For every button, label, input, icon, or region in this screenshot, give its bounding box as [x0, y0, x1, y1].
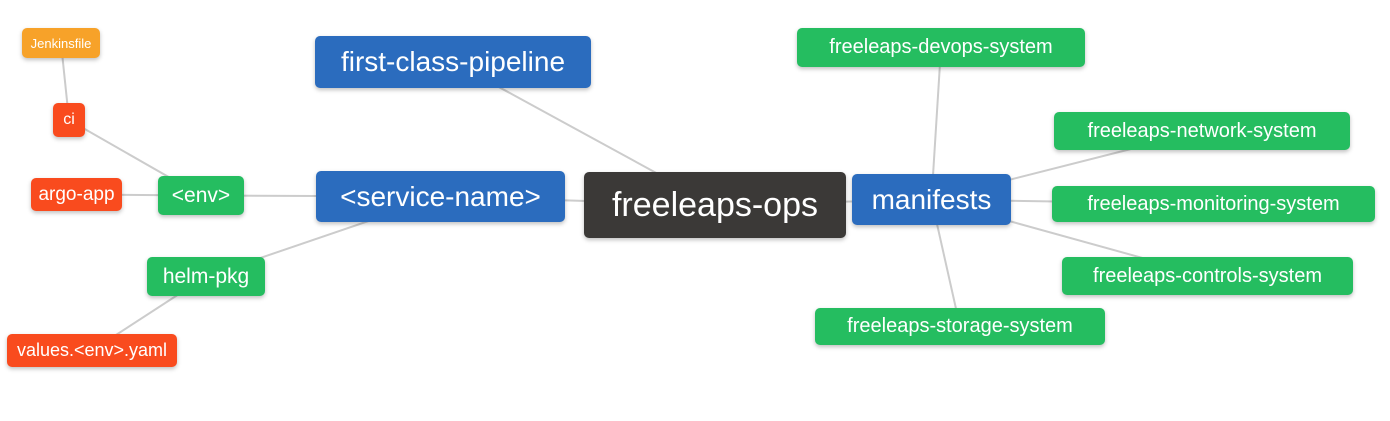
node-ci[interactable]: ci	[53, 103, 85, 137]
node-service-name[interactable]: <service-name>	[316, 171, 565, 222]
node-freeleaps-controls-system[interactable]: freeleaps-controls-system	[1062, 257, 1353, 295]
node-jenkinsfile[interactable]: Jenkinsfile	[22, 28, 100, 58]
node-label: <service-name>	[340, 180, 541, 212]
node-label: freeleaps-monitoring-system	[1087, 192, 1340, 215]
node-values-env-yaml[interactable]: values.<env>.yaml	[7, 334, 177, 367]
node-argo-app[interactable]: argo-app	[31, 178, 122, 211]
node-label: freeleaps-ops	[611, 185, 818, 224]
node-label: freeleaps-controls-system	[1093, 264, 1322, 287]
node-freeleaps-devops-system[interactable]: freeleaps-devops-system	[797, 28, 1085, 67]
node-manifests[interactable]: manifests	[852, 174, 1011, 225]
node-first-class-pipeline[interactable]: first-class-pipeline	[315, 36, 591, 88]
node-freeleaps-storage-system[interactable]: freeleaps-storage-system	[815, 308, 1105, 345]
node-label: ci	[63, 111, 75, 128]
node-label: Jenkinsfile	[30, 35, 92, 51]
node-freeleaps-monitoring-system[interactable]: freeleaps-monitoring-system	[1052, 186, 1375, 222]
node-label: freeleaps-storage-system	[847, 315, 1073, 337]
node-label: values.<env>.yaml	[16, 340, 168, 360]
node-label: first-class-pipeline	[340, 46, 566, 77]
node-freeleaps-network-system[interactable]: freeleaps-network-system	[1054, 112, 1350, 150]
node-label: helm-pkg	[162, 264, 250, 288]
node-helm-pkg[interactable]: helm-pkg	[147, 257, 265, 296]
node-label: <env>	[171, 183, 231, 207]
node-label: manifests	[871, 183, 992, 215]
node-label: freeleaps-devops-system	[829, 36, 1053, 58]
node-env[interactable]: <env>	[158, 176, 244, 215]
node-label: argo-app	[38, 183, 115, 205]
node-freeleaps-ops[interactable]: freeleaps-ops	[584, 172, 846, 238]
node-label: freeleaps-network-system	[1087, 119, 1317, 142]
